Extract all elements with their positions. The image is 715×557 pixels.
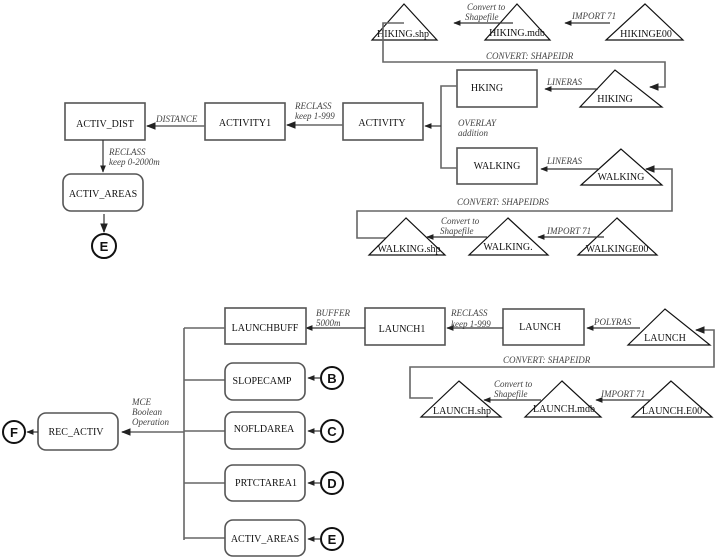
connector-e-top[interactable] xyxy=(91,233,117,259)
mce-op-3: Operation xyxy=(132,417,169,427)
connector-d-label: D xyxy=(327,476,336,491)
launch-raster-layer[interactable] xyxy=(626,308,712,346)
polyras-op: POLYRAS xyxy=(593,317,632,327)
walking-mdb-layer[interactable] xyxy=(467,217,550,256)
mce-op-1: MCE xyxy=(131,397,152,407)
overlay-bracket xyxy=(440,85,457,169)
buffer-op-2: 5000m xyxy=(316,318,341,328)
launch-reclass-op-1: RECLASS xyxy=(450,308,488,318)
connector-f[interactable] xyxy=(2,420,26,444)
activ-areas-box[interactable] xyxy=(62,173,144,212)
hiking-chain: HIKING.shp HIKING.mdb HIKINGE00 IMPORT 7… xyxy=(370,2,685,108)
slopecamp-label: SLOPECAMP xyxy=(233,376,292,387)
prtctarea1-label: PRTCTAREA1 xyxy=(235,478,297,489)
launch-box-label: LAUNCH xyxy=(519,322,561,333)
hiking-mdb-layer[interactable] xyxy=(483,3,552,41)
walking-raster-layer[interactable] xyxy=(579,148,664,186)
reclass-op-1: RECLASS xyxy=(294,101,332,111)
walking-box[interactable] xyxy=(456,147,538,185)
hiking-shp-layer[interactable] xyxy=(370,3,439,41)
connector-e-bottom[interactable] xyxy=(320,527,344,551)
slopecamp-box[interactable] xyxy=(224,362,306,401)
connector-e-top-label: E xyxy=(100,239,109,254)
rec-activ-label: REC_ACTIV xyxy=(49,427,105,438)
hiking-e00-layer[interactable] xyxy=(604,3,685,41)
walking-shapeidrs-connector xyxy=(356,165,673,239)
distance-op: DISTANCE xyxy=(155,114,198,124)
launch-chain: LAUNCH POLYRAS LAUNCH RECLASS keep 1-999… xyxy=(224,307,715,418)
activ-dist-box[interactable] xyxy=(64,102,146,141)
walking-import-op: IMPORT 71 xyxy=(546,226,591,236)
launch1-box[interactable] xyxy=(364,307,446,346)
nofldarea-label: NOFLDAREA xyxy=(234,424,295,435)
launch-reclass-op-2: keep 1-999 xyxy=(451,319,491,329)
connector-b[interactable] xyxy=(320,366,344,390)
launchbuff-box[interactable] xyxy=(224,307,307,345)
launch1-label: LAUNCH1 xyxy=(379,324,426,335)
activity-box[interactable] xyxy=(342,102,424,141)
launch-e00-label: LAUNCH.E00 xyxy=(642,406,702,417)
mce-op-2: Boolean xyxy=(132,407,162,417)
launch-mdb-label: LAUNCH.mdb xyxy=(533,404,595,415)
walking-shp-layer[interactable] xyxy=(367,217,447,256)
hiking-e00-label: HIKINGE00 xyxy=(620,29,672,40)
connector-f-label: F xyxy=(10,425,18,440)
hking-box[interactable] xyxy=(456,69,538,108)
nofldarea-box[interactable] xyxy=(224,411,306,450)
connector-c-label: C xyxy=(327,424,337,439)
connector-e-bottom-label: E xyxy=(328,532,337,547)
overlay-op-2: addition xyxy=(458,128,489,138)
walking-mdb-label: WALKING. xyxy=(483,242,532,253)
launch-shapeidr-connector xyxy=(409,326,715,399)
hiking-convert-op-2: Shapefile xyxy=(465,12,499,22)
hiking-lineras-op: LINERAS xyxy=(546,77,582,87)
walking-box-label: WALKING xyxy=(474,161,521,172)
walking-shp-label: WALKING.shp xyxy=(377,244,440,255)
walking-raster-label: WALKING xyxy=(598,172,645,183)
launch-import-op: IMPORT 71 xyxy=(600,389,645,399)
prtctarea1-box[interactable] xyxy=(224,464,306,502)
hiking-shp-label: HIKING.shp xyxy=(377,29,429,40)
walking-shapeidrs-op: CONVERT: SHAPEIDRS xyxy=(457,197,549,207)
launch-box[interactable] xyxy=(502,308,585,346)
reclass-op-2: keep 1-999 xyxy=(295,111,335,121)
activ-areas-input-box[interactable] xyxy=(224,519,306,557)
hiking-import-op: IMPORT 71 xyxy=(571,11,616,21)
launch-shp-label: LAUNCH.shp xyxy=(433,406,491,417)
walking-convert-op-2: Shapefile xyxy=(440,226,474,236)
launch-convert-op-1: Convert to xyxy=(494,379,533,389)
launch-shp-layer[interactable] xyxy=(419,380,503,418)
activity1-box[interactable] xyxy=(204,102,286,141)
activity-chain: OVERLAY addition ACTIVITY RECLASS keep 1… xyxy=(62,85,497,259)
walking-lineras-op: LINERAS xyxy=(546,156,582,166)
walking-convert-op-1: Convert to xyxy=(441,216,480,226)
activ-areas-input-label: ACTIV_AREAS xyxy=(231,534,299,545)
hiking-convert-op-1: Convert to xyxy=(467,2,506,12)
launch-raster-label: LAUNCH xyxy=(644,333,686,344)
mce-section: MCE Boolean Operation SLOPECAMP B NOFLDA… xyxy=(2,327,344,557)
connector-d[interactable] xyxy=(320,471,344,495)
walking-chain: WALKING WALKING LINERAS CONVERT: SHAPEID… xyxy=(356,147,673,256)
launchbuff-label: LAUNCHBUFF xyxy=(232,323,299,334)
launch-e00-layer[interactable] xyxy=(630,380,714,418)
walking-e00-label: WALKINGE00 xyxy=(586,244,649,255)
hking-label: HKING xyxy=(471,83,503,94)
reclass2-op-1: RECLASS xyxy=(108,147,146,157)
activ-areas-label: ACTIV_AREAS xyxy=(69,189,137,200)
launch-convert-op-2: Shapefile xyxy=(494,389,528,399)
activity1-label: ACTIVITY1 xyxy=(219,118,271,129)
overlay-op-1: OVERLAY xyxy=(458,118,497,128)
connector-c[interactable] xyxy=(320,419,344,443)
shapeidr-connector xyxy=(382,22,666,91)
launch-mdb-layer[interactable] xyxy=(523,380,603,418)
connector-b-label: B xyxy=(327,371,336,386)
activ-dist-label: ACTIV_DIST xyxy=(76,119,134,130)
hiking-mdb-label: HIKING.mdb xyxy=(489,28,545,39)
launch-shapeidr-op: CONVERT: SHAPEIDR xyxy=(503,355,591,365)
reclass2-op-2: keep 0-2000m xyxy=(109,157,160,167)
hiking-shapeidr-op: CONVERT: SHAPEIDR xyxy=(486,51,574,61)
activity-label: ACTIVITY xyxy=(358,118,405,129)
hiking-raster-label: HIKING xyxy=(597,94,633,105)
buffer-op-1: BUFFER xyxy=(316,308,350,318)
